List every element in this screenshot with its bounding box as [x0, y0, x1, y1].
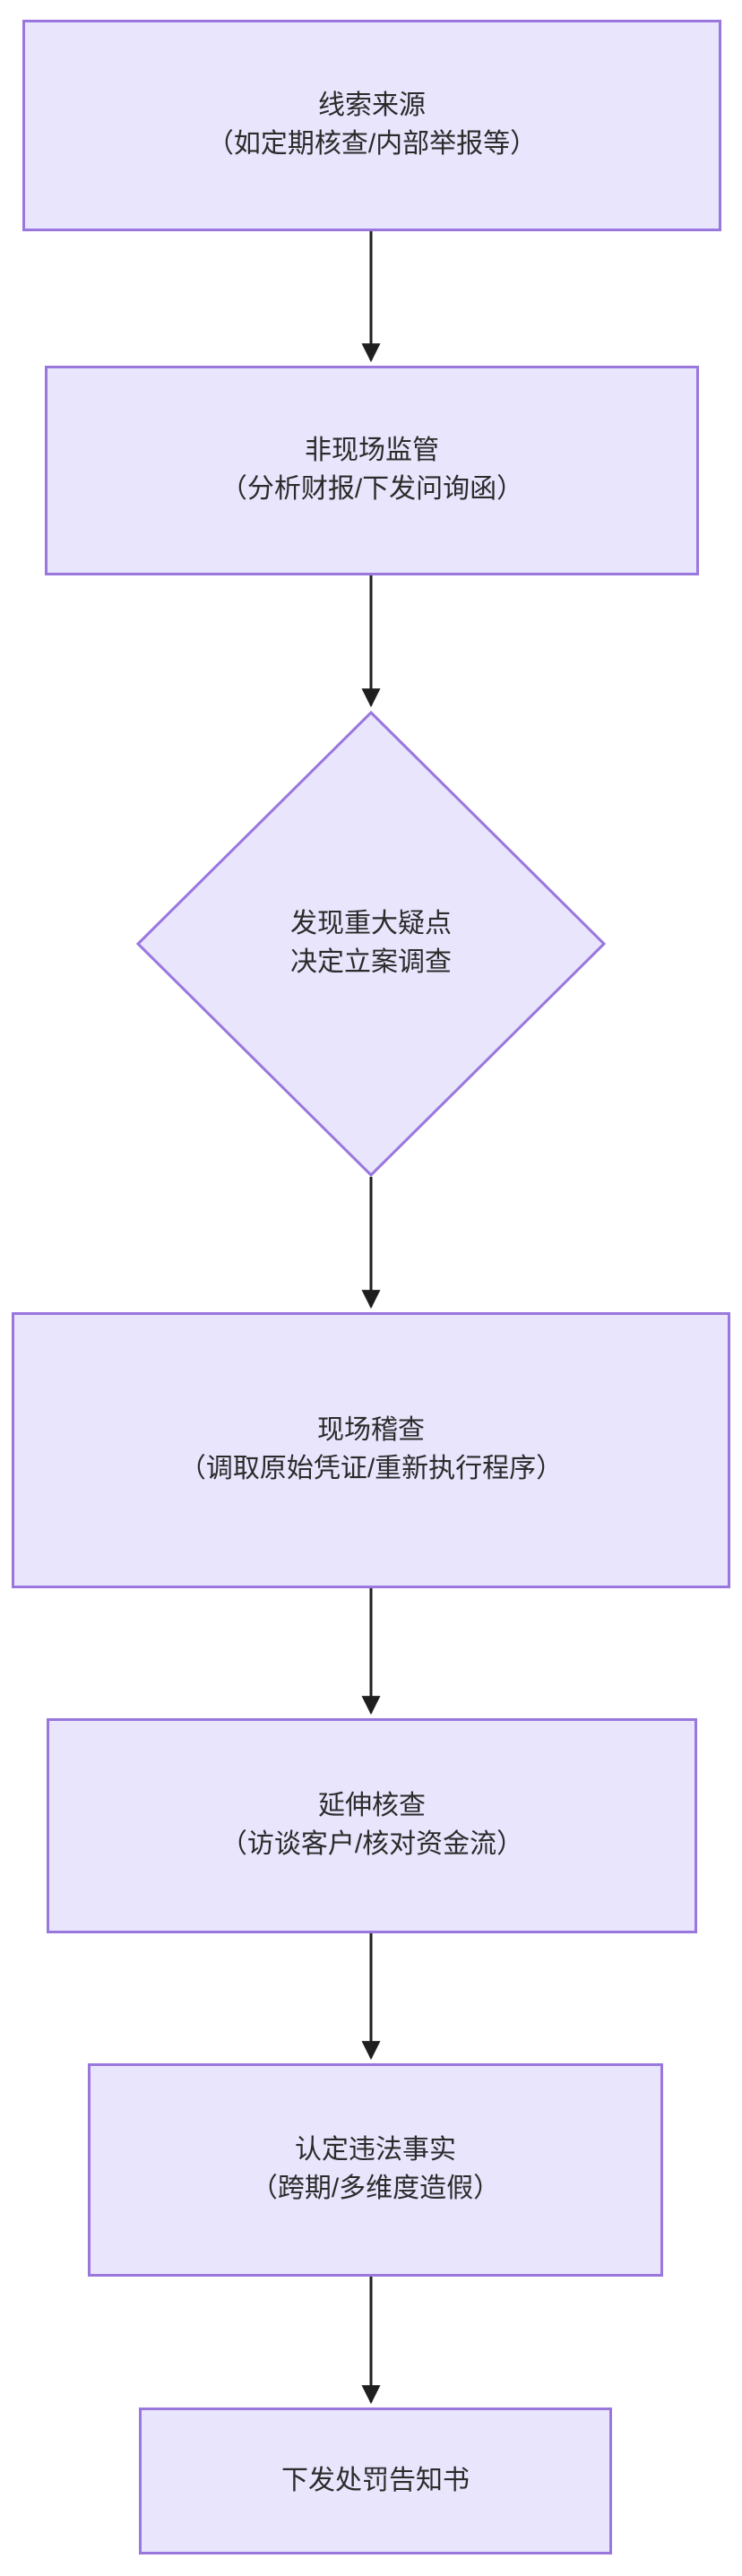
node-clue-source[interactable]: 线索来源 （如定期核查/内部举报等）: [22, 20, 721, 231]
node-subtitle: 决定立案调查: [290, 947, 452, 977]
node-subtitle: （跨期/多维度造假）: [250, 2174, 501, 2203]
node-subtitle: （分析财报/下发问询函）: [220, 474, 524, 504]
node-confirm-violation[interactable]: 认定违法事实 （跨期/多维度造假）: [88, 2063, 663, 2277]
node-subtitle: （访谈客户/核对资金流）: [220, 1829, 524, 1859]
node-title: 下发处罚告知书: [281, 2465, 470, 2495]
diamond-outline: [136, 711, 606, 1177]
node-title: 线索来源: [318, 91, 426, 121]
node-decision-major-doubt[interactable]: 发现重大疑点 决定立案调查: [136, 711, 606, 1177]
node-title: 现场稽查: [317, 1415, 425, 1446]
node-subtitle: （调取原始凭证/重新执行程序）: [178, 1454, 564, 1483]
node-title: 非现场监管: [305, 436, 439, 466]
node-onsite-inspection[interactable]: 现场稽查 （调取原始凭证/重新执行程序）: [12, 1312, 730, 1588]
node-offsite-supervision[interactable]: 非现场监管 （分析财报/下发问询函）: [45, 366, 699, 575]
node-title: 延伸核查: [318, 1791, 426, 1821]
node-title: 发现重大疑点: [290, 909, 452, 939]
diamond-label: 发现重大疑点 决定立案调查: [136, 711, 606, 1177]
node-extended-verification[interactable]: 延伸核查 （访谈客户/核对资金流）: [47, 1718, 697, 1933]
node-subtitle: （如定期核查/内部举报等）: [206, 129, 538, 159]
node-title: 认定违法事实: [295, 2135, 456, 2165]
node-issue-penalty-notice[interactable]: 下发处罚告知书: [139, 2407, 612, 2554]
